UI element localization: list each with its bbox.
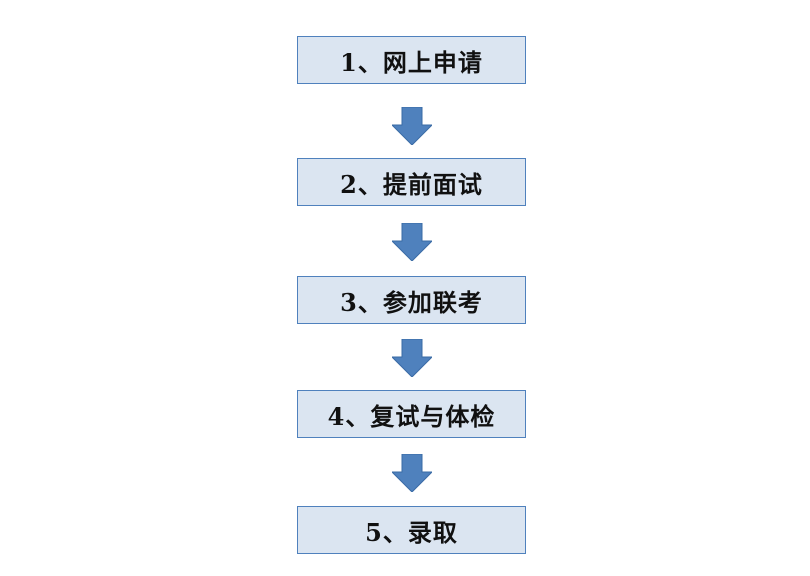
step-label: 4、复试与体检	[327, 401, 496, 431]
step-label: 3、参加联考	[340, 287, 483, 317]
step-box-early-interview: 2、提前面试	[297, 158, 526, 206]
step-box-retest-and-medical: 4、复试与体检	[297, 390, 526, 438]
step-box-online-application: 1、网上申请	[297, 36, 526, 84]
step-label: 5、录取	[365, 517, 458, 547]
step-box-joint-exam: 3、参加联考	[297, 276, 526, 324]
down-arrow-icon	[392, 454, 432, 492]
down-arrow-icon	[392, 339, 432, 377]
step-label: 1、网上申请	[340, 47, 483, 77]
step-label: 2、提前面试	[340, 169, 483, 199]
down-arrow-icon	[392, 107, 432, 145]
down-arrow-icon	[392, 223, 432, 261]
step-box-admission: 5、录取	[297, 506, 526, 554]
